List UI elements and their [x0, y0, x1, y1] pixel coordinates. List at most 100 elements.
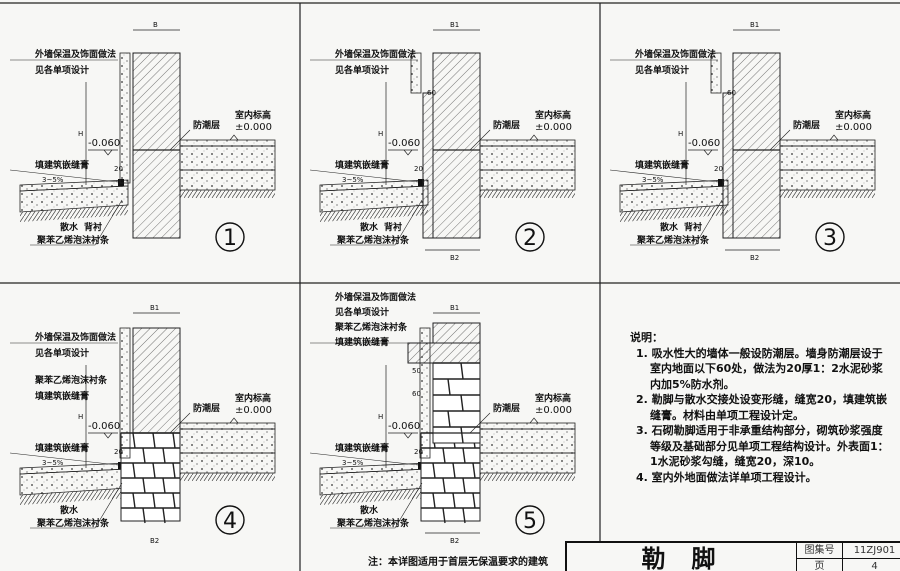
note-item: 2. 勒脚与散水交接处设变形缝，缝宽20，填建筑嵌缝膏。材料由单项工程设计定。 — [636, 393, 887, 422]
damp-proof-label: 防潮层 — [193, 119, 220, 131]
notes-section: 说明： 1. 吸水性大的墙体一般设防潮层。墙身防潮层设于室内地面以下60处，做法… — [630, 330, 890, 485]
indoor-elevation: ±0.000 — [835, 122, 872, 133]
dim-b1: B1 — [150, 304, 159, 312]
dim-h: H — [678, 130, 683, 138]
insulation-note: 外墙保温及饰面做法 — [334, 48, 416, 60]
detail-number-circle — [215, 222, 245, 252]
leader-line — [309, 452, 419, 466]
sealant-label: 填建筑嵌缝膏 — [35, 159, 89, 171]
insulation-layer — [419, 327, 431, 459]
earth-fill — [780, 190, 875, 198]
elevation-marker — [103, 432, 113, 439]
damp-proof-label: 防潮层 — [493, 402, 520, 414]
earth-fill — [180, 190, 275, 198]
leader-line — [469, 129, 491, 151]
leader-line — [169, 129, 191, 151]
mortar-joint — [460, 362, 464, 380]
mortar-joint — [152, 492, 156, 509]
floor-concrete — [179, 428, 276, 454]
mortar-joint — [132, 492, 136, 509]
sheet-title: 勒脚 — [641, 545, 742, 571]
mortar-joint — [460, 426, 464, 444]
foam-strip-label: 聚苯乙烯泡沫衬条 — [636, 234, 710, 246]
note-item: 1. 吸水性大的墙体一般设防潮层。墙身防潮层设于室内地面以下60处，做法为20厚… — [636, 346, 883, 391]
dim-h: H — [378, 413, 383, 421]
elevation-marker — [403, 432, 413, 439]
indoor-elevation: ±0.000 — [535, 122, 572, 133]
wall — [132, 52, 181, 239]
floor-concrete — [479, 145, 576, 171]
sealant-label: 填建筑嵌缝膏 — [35, 442, 89, 454]
indoor-elevation: ±0.000 — [235, 405, 272, 416]
dim-b: B — [153, 21, 158, 29]
dim-20: 20 — [414, 448, 423, 456]
mortar-joint — [442, 477, 446, 494]
detail-number-circle — [515, 505, 545, 535]
floor-base — [779, 169, 876, 191]
apron-label: 散水 — [60, 504, 79, 516]
wall-plinth — [422, 92, 434, 239]
indoor-elevation: ±0.000 — [235, 122, 272, 133]
dim-b1: B1 — [750, 21, 759, 29]
indoor-elevation-label: 室内标高 — [835, 109, 871, 121]
floor-finish — [479, 422, 576, 430]
dim-b2: B2 — [450, 537, 459, 545]
elevation-outside: -0.060 — [688, 138, 720, 149]
mortar-joint — [462, 507, 466, 524]
dim-50: 50 — [412, 367, 421, 375]
foam-strip-label: 聚苯乙烯泡沫衬条 — [36, 234, 110, 246]
mortar-joint — [162, 447, 166, 464]
panel-labels: 外墙保温及饰面做法见各单项设计BH-0.060防潮层室内标高±0.000填建筑嵌… — [34, 21, 872, 545]
leader-line — [9, 169, 119, 183]
earth-outside — [620, 205, 728, 222]
panel-artwork — [9, 29, 876, 535]
leader-line — [769, 129, 791, 151]
mortar-joint — [472, 462, 476, 479]
floor-finish — [479, 139, 576, 147]
notes-heading: 说明： — [630, 331, 663, 344]
mortar-joint — [452, 492, 456, 509]
insulation-note: 见各单项设计 — [35, 347, 89, 359]
floor-base — [479, 452, 576, 474]
detail-number: 5 — [523, 509, 537, 534]
floor-base — [179, 452, 276, 474]
dim-20: 20 — [114, 165, 123, 173]
mortar-joint — [452, 462, 456, 479]
mortar-joint — [442, 447, 446, 464]
mortar-joint — [172, 462, 176, 479]
slope-label: 3~5% — [342, 176, 364, 184]
insulation-note: 外墙保温及饰面做法 — [34, 48, 116, 60]
leader-line — [30, 199, 123, 246]
dim-b1: B1 — [450, 304, 459, 312]
apron-label: 散水 — [60, 221, 79, 233]
elevation-outside: -0.060 — [388, 138, 420, 149]
insulation-layer — [710, 52, 722, 94]
dim-60: 60 — [427, 89, 436, 97]
insulation-note: 见各单项设计 — [335, 64, 389, 76]
panel-1 — [9, 29, 276, 252]
insulation-note: 见各单项设计 — [35, 64, 89, 76]
elevation-marker — [103, 149, 113, 156]
leader-line — [169, 412, 191, 434]
panel-5 — [309, 312, 576, 535]
dim-20: 20 — [414, 165, 423, 173]
mortar-joint — [172, 492, 176, 509]
mortar-joint — [442, 507, 446, 524]
dim-b2: B2 — [750, 254, 759, 262]
leader-line — [330, 482, 423, 529]
leader-line — [469, 412, 491, 434]
mortar-joint — [162, 507, 166, 524]
wall — [432, 52, 481, 239]
detail-number: 2 — [523, 226, 537, 251]
mortar-joint — [152, 432, 156, 449]
backing-label: 背衬 — [384, 221, 402, 233]
panel-2 — [309, 29, 576, 252]
elevation-marker — [703, 149, 713, 156]
mortar-joint — [447, 410, 451, 428]
indoor-elevation-label: 室内标高 — [535, 109, 571, 121]
elevation-marker — [529, 417, 539, 424]
damp-proof-label: 防潮层 — [793, 119, 820, 131]
sealant-joint — [418, 179, 424, 186]
elevation-marker — [229, 134, 239, 141]
